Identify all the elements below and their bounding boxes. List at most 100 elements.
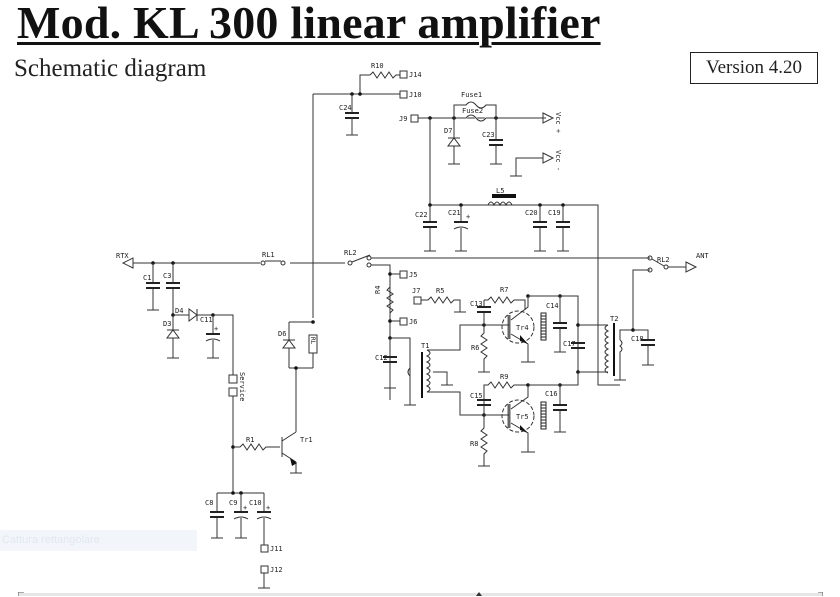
svg-text:R1: R1: [246, 436, 254, 444]
port-vcc-minus: Vcc -: [510, 150, 562, 177]
capacitor-c11: C11 +: [200, 315, 221, 359]
transformer-t2: T2: [604, 269, 650, 381]
svg-text:J5: J5: [409, 271, 417, 279]
svg-text:R9: R9: [500, 373, 508, 381]
bottom-frame-strip: [18, 592, 823, 596]
resistor-r8: R8: [470, 415, 490, 467]
svg-text:Vcc -: Vcc -: [554, 150, 562, 171]
wire-relay-supply: [312, 74, 400, 318]
svg-text:C14: C14: [546, 302, 559, 310]
svg-text:Service: Service: [238, 372, 246, 402]
diode-d7: D7: [444, 118, 461, 165]
connector-j14: J14: [399, 70, 422, 79]
svg-text:J11: J11: [270, 545, 283, 553]
connector-j5: J5: [390, 270, 417, 279]
transistor-tr5: Tr5: [484, 385, 547, 453]
capacitor-c18: C18: [631, 329, 655, 366]
svg-text:D4: D4: [175, 307, 183, 315]
connector-j6: J6: [390, 317, 417, 326]
diode-d4: D4: [173, 307, 213, 322]
svg-text:D3: D3: [163, 320, 171, 328]
capacitor-c21: C21 +: [448, 205, 470, 252]
label-r10: R10: [371, 62, 384, 70]
capture-tooltip: Cattura rettangolare: [0, 530, 197, 551]
document-title: Mod. KL 300 linear amplifier: [17, 0, 601, 48]
svg-text:C11: C11: [200, 316, 213, 324]
capacitor-c8: C8: [205, 493, 224, 539]
svg-text:C12: C12: [375, 354, 388, 362]
svg-text:C22: C22: [415, 211, 428, 219]
svg-text:Tr1: Tr1: [300, 436, 313, 444]
resistor-r6: R6: [471, 325, 490, 373]
svg-text:Fuse1: Fuse1: [461, 91, 482, 99]
svg-text:J12: J12: [270, 566, 283, 574]
svg-text:RL1: RL1: [262, 251, 275, 259]
svg-text:D6: D6: [278, 330, 286, 338]
svg-text:ANT: ANT: [696, 252, 709, 260]
port-ant: ANT: [685, 252, 709, 273]
svg-text:C19: C19: [548, 209, 561, 217]
svg-text:C15: C15: [470, 392, 483, 400]
svg-text:C1: C1: [143, 274, 151, 282]
heatsink-tr4: [540, 312, 547, 341]
fuse-1: Fuse1: [453, 91, 497, 118]
port-rtx: RTX: [116, 252, 134, 269]
svg-text:C13: C13: [470, 300, 483, 308]
connector-j7: J7: [412, 287, 422, 305]
svg-text:D7: D7: [444, 127, 452, 135]
svg-text:RL2: RL2: [657, 256, 670, 264]
svg-text:J9: J9: [399, 115, 407, 123]
svg-text:C16: C16: [545, 390, 558, 398]
relay-contact-rl2-output: RL2: [647, 255, 686, 273]
resistor-r9: R9: [483, 373, 528, 415]
capacitor-c20: C20: [525, 205, 547, 252]
resistor-r7: R7: [484, 286, 526, 310]
svg-text:J10: J10: [409, 91, 422, 99]
svg-text:RTX: RTX: [116, 252, 129, 260]
svg-text:+: +: [466, 213, 470, 221]
diode-d3: D3: [163, 315, 180, 359]
fuse-2: Fuse2: [462, 107, 487, 122]
relay-contact-rl1: RL1: [260, 251, 286, 266]
svg-text:RL2: RL2: [344, 249, 357, 257]
capacitor-c10: C10 +: [249, 493, 272, 545]
svg-text:RL: RL: [309, 337, 316, 345]
capacitor-c1: C1: [143, 263, 160, 311]
relay-coil: RL: [308, 334, 318, 368]
resistor-r5: R5: [421, 287, 466, 313]
svg-text:C24: C24: [339, 104, 352, 112]
resistor-r4: R4: [374, 286, 394, 314]
svg-text:R7: R7: [500, 286, 508, 294]
capacitor-c23: C23: [482, 118, 503, 165]
service-switch: Service: [228, 372, 246, 402]
svg-text:R6: R6: [471, 344, 479, 352]
svg-text:+: +: [243, 504, 247, 512]
resistor-r10: R10: [369, 62, 400, 79]
svg-text:C18: C18: [631, 335, 644, 343]
connector-j11: J11: [260, 544, 283, 553]
capacitor-c24: C24: [339, 94, 359, 136]
capacitor-c17: C17: [563, 325, 585, 372]
svg-text:+: +: [214, 325, 218, 333]
svg-text:J14: J14: [409, 71, 422, 79]
version-box: Version 4.20: [690, 52, 818, 84]
capacitor-c9: C9 +: [229, 493, 249, 539]
svg-text:Vcc +: Vcc +: [554, 112, 562, 133]
svg-text:C10: C10: [249, 499, 262, 507]
heatsink-tr5: [540, 401, 547, 430]
svg-text:T1: T1: [421, 342, 429, 350]
svg-text:C21: C21: [448, 209, 461, 217]
resistor-r1: R1: [233, 436, 280, 451]
svg-text:Tr5: Tr5: [516, 413, 529, 421]
svg-text:J7: J7: [412, 287, 420, 295]
diode-d6: D6: [278, 322, 296, 368]
svg-text:R4: R4: [374, 286, 382, 294]
svg-text:+: +: [266, 504, 270, 512]
svg-text:C17: C17: [563, 340, 576, 348]
capacitor-c3: C3: [163, 263, 180, 315]
svg-text:C8: C8: [205, 499, 213, 507]
svg-text:R5: R5: [436, 287, 444, 295]
svg-text:C20: C20: [525, 209, 538, 217]
capacitor-c15: C15: [470, 392, 491, 415]
